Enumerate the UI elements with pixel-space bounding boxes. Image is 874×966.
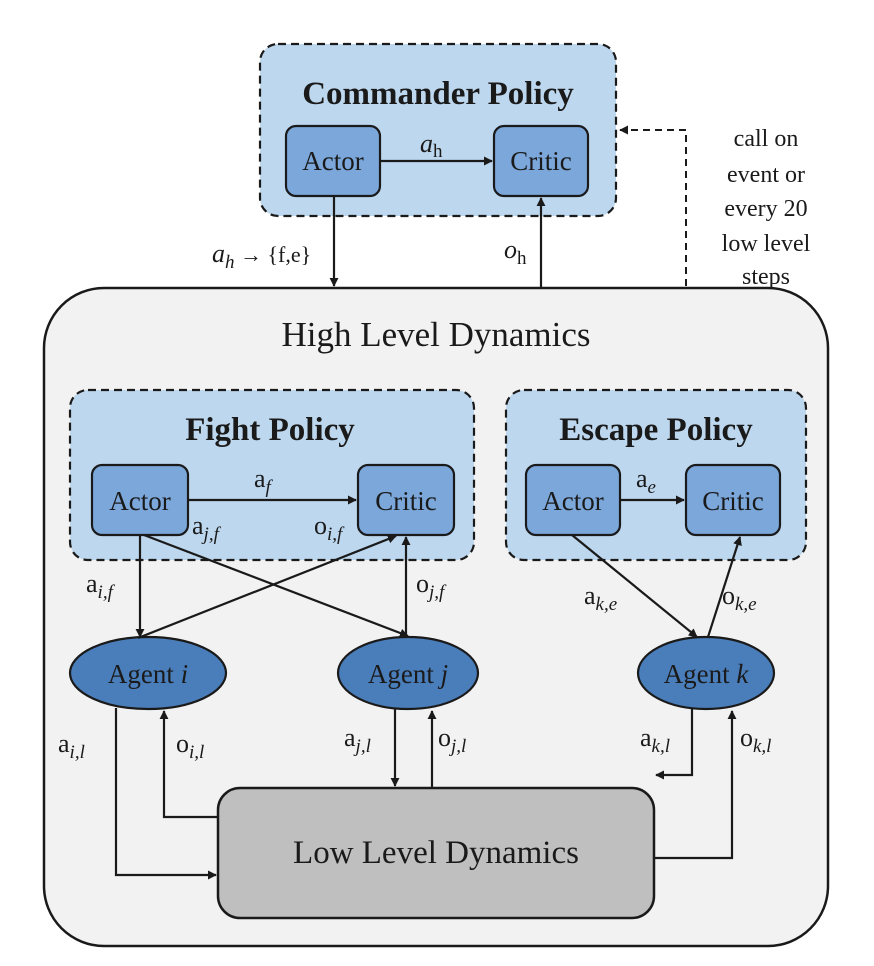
low-level-title: Low Level Dynamics — [293, 835, 579, 871]
low-level-dynamics-box — [216, 786, 656, 920]
agent-i-node — [68, 635, 228, 711]
a-ke-label: ak,e — [584, 581, 617, 615]
a-il-label: ai,l — [58, 729, 85, 763]
fight-actor-to-agent-j-arrow — [143, 533, 409, 638]
escape-critic-node — [684, 463, 782, 537]
a-jf-label: aj,f — [192, 511, 222, 545]
svg-text:steps: steps — [742, 264, 790, 290]
commander-actor-label: Actor — [302, 146, 363, 176]
call-event-arrow — [619, 125, 687, 286]
low-level-to-agent-i-arrow — [159, 710, 218, 819]
o-ke-label: ok,e — [722, 581, 757, 615]
commander-action-label: ah — [420, 129, 443, 162]
commander-policy-title: Commander Policy — [302, 76, 574, 112]
o-jf-label: oj,f — [416, 569, 447, 603]
a-if-label: ai,f — [86, 569, 116, 603]
escape-actor-to-agent-k-arrow — [571, 534, 698, 638]
o-kl-label: ok,l — [740, 723, 771, 757]
fight-actor-label: Actor — [109, 486, 170, 516]
low-level-to-agent-k-arrow — [654, 710, 737, 860]
escape-policy-title: Escape Policy — [559, 412, 753, 448]
fight-policy-title: Fight Policy — [185, 412, 355, 448]
agent-k-to-low-level-arrow — [655, 709, 694, 780]
escape-action-label: ae — [636, 464, 656, 498]
fight-critic-label: Critic — [375, 486, 437, 516]
high-level-title: High Level Dynamics — [281, 315, 590, 354]
agent-k-to-escape-critic-arrow — [706, 536, 742, 638]
o-jl-label: oj,l — [438, 723, 466, 757]
agent-j-label: Agent j — [368, 659, 448, 689]
a-jl-label: aj,l — [344, 723, 371, 757]
agent-k-node — [636, 635, 776, 711]
agent-i-label: Agent i — [108, 659, 188, 689]
commander-output-action-label: ah → {f,e} — [212, 239, 311, 273]
svg-text:every 20: every 20 — [724, 196, 807, 222]
commander-obs-label: oh — [504, 235, 527, 269]
escape-critic-label: Critic — [702, 486, 764, 516]
o-if-label: oi,f — [314, 511, 345, 545]
escape-actor-label: Actor — [542, 486, 603, 516]
fight-action-label: af — [254, 464, 274, 498]
fight-critic-node — [356, 463, 456, 537]
agent-i-to-fight-critic-arrow — [137, 534, 397, 640]
agent-k-label: Agent k — [664, 659, 750, 689]
svg-text:low level: low level — [722, 231, 811, 257]
a-kl-label: ak,l — [640, 723, 670, 757]
svg-text:call on: call on — [734, 126, 799, 152]
agent-i-to-low-level-arrow — [114, 708, 217, 880]
call-note: call on event or every 20 low level step… — [722, 126, 811, 290]
o-il-label: oi,l — [176, 729, 204, 763]
commander-critic-node — [492, 124, 590, 198]
commander-critic-label: Critic — [510, 146, 572, 176]
svg-text:event or: event or — [727, 162, 805, 188]
